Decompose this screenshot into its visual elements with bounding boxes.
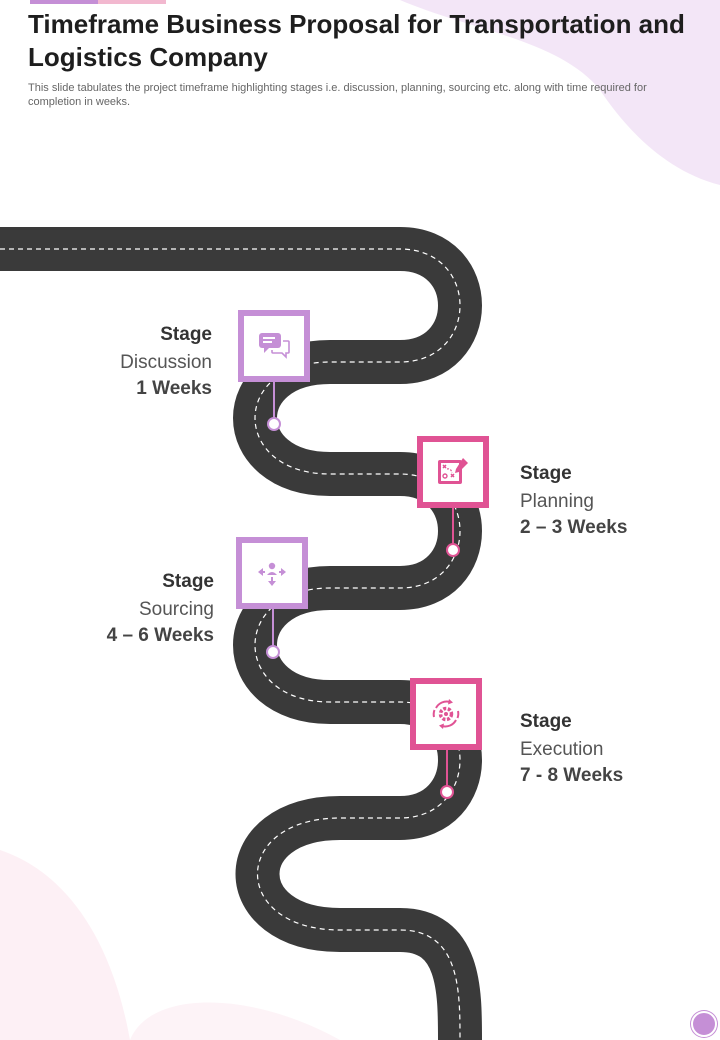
chat-bubbles-icon — [259, 333, 290, 359]
execution-icon-box — [410, 678, 482, 750]
stage-label-sourcing: Stage Sourcing 4 – 6 Weeks — [60, 569, 214, 649]
person-arrows-icon — [258, 562, 286, 586]
stage-label-execution: Stage Execution 7 - 8 Weeks — [520, 709, 700, 789]
top-right-blob — [400, 0, 720, 185]
stage-label-discussion: Stage Discussion 1 Weeks — [60, 322, 212, 402]
bottom-blob — [130, 1002, 340, 1040]
stage-heading: Stage — [162, 571, 214, 592]
pin-dot-sourcing — [266, 645, 280, 659]
stage-duration: 7 - 8 Weeks — [520, 765, 624, 786]
bottom-left-blob — [0, 850, 130, 1040]
stage-heading: Stage — [520, 463, 572, 484]
page-title: Timeframe Business Proposal for Transpor… — [28, 9, 685, 72]
strategy-board-icon — [438, 458, 468, 484]
accent-bar-purple — [30, 0, 98, 4]
stage-heading: Stage — [520, 711, 572, 732]
corner-accent-circle — [691, 1011, 717, 1037]
stage-name: Execution — [520, 739, 604, 760]
planning-icon-box — [417, 436, 489, 508]
pin-dot-discussion — [267, 417, 281, 431]
stage-duration: 2 – 3 Weeks — [520, 517, 628, 538]
stage-name: Sourcing — [139, 599, 214, 620]
stage-name: Planning — [520, 491, 594, 512]
pin-dot-planning — [446, 543, 460, 557]
stage-duration: 4 – 6 Weeks — [106, 625, 214, 646]
pin-dot-execution — [440, 785, 454, 799]
stage-heading: Stage — [160, 324, 212, 345]
sourcing-icon-box — [236, 537, 308, 609]
accent-bar-pink — [98, 0, 166, 4]
stage-name: Discussion — [120, 352, 212, 373]
discussion-icon-box — [238, 310, 310, 382]
stage-duration: 1 Weeks — [136, 378, 212, 399]
stage-label-planning: Stage Planning 2 – 3 Weeks — [520, 461, 700, 541]
gear-cycle-icon — [432, 699, 460, 729]
page-subtitle: This slide tabulates the project timefra… — [28, 82, 647, 108]
